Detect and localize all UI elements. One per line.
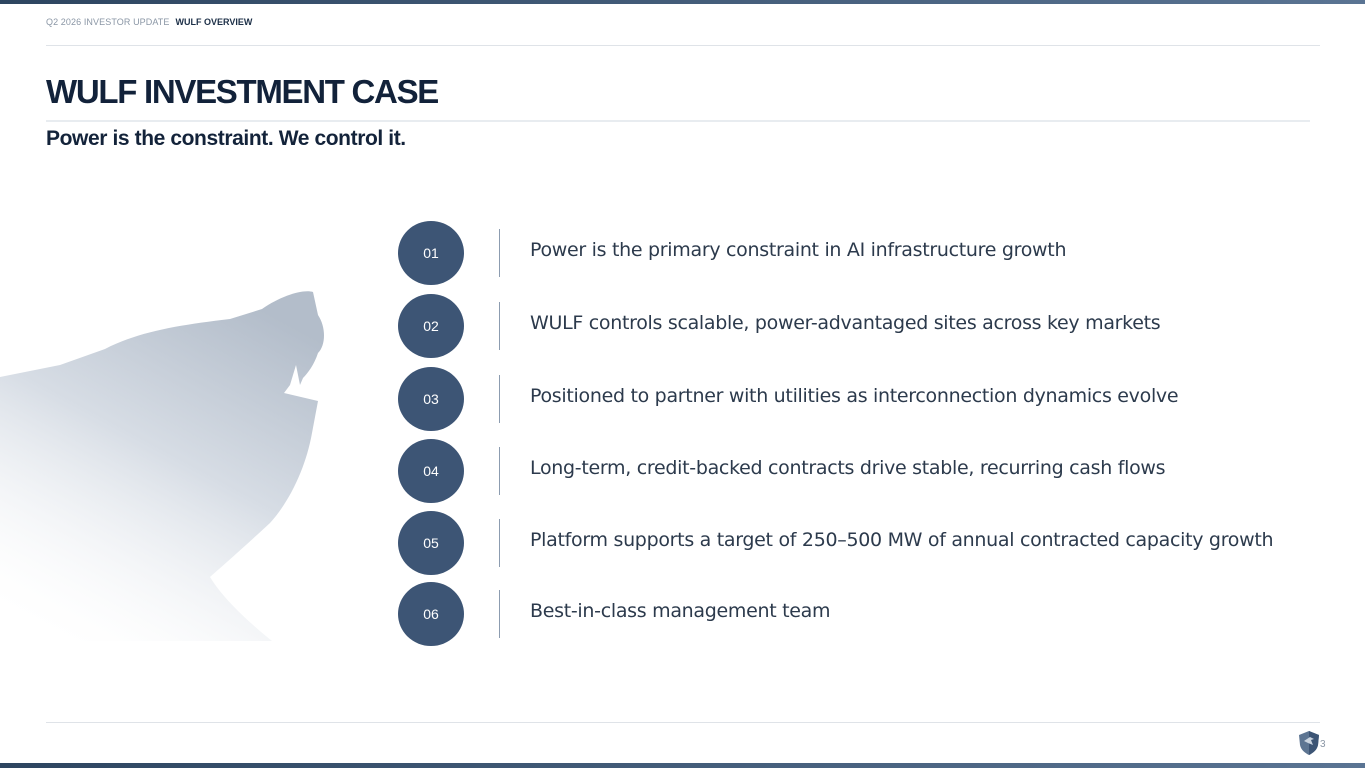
point-text: Positioned to partner with utilities as … — [530, 385, 1179, 407]
number-badge: 04 — [398, 439, 464, 503]
vertical-divider — [499, 375, 500, 423]
point-text: Platform supports a target of 250–500 MW… — [530, 529, 1274, 551]
slide-subtitle: Power is the constraint. We control it. — [46, 127, 406, 150]
point-text: Best-in-class management team — [530, 600, 831, 622]
section-label: WULF OVERVIEW — [175, 17, 253, 27]
list-item: 06 Best-in-class management team — [398, 582, 1338, 646]
header-divider — [46, 45, 1320, 46]
point-text: WULF controls scalable, power-advantaged… — [530, 312, 1161, 334]
number-badge: 06 — [398, 582, 464, 646]
number-badge: 03 — [398, 367, 464, 431]
slide-title: WULF INVESTMENT CASE — [46, 73, 439, 110]
vertical-divider — [499, 447, 500, 495]
list-item: 01 Power is the primary constraint in AI… — [398, 221, 1338, 285]
footer-divider — [46, 722, 1320, 723]
point-text: Long-term, credit-backed contracts drive… — [530, 457, 1166, 479]
bottom-accent-bar — [0, 763, 1365, 768]
list-item: 03 Positioned to partner with utilities … — [398, 367, 1338, 431]
page-number: 3 — [1320, 739, 1326, 750]
slide-header: Q2 2026 INVESTOR UPDATE WULF OVERVIEW — [46, 17, 252, 27]
number-badge: 02 — [398, 294, 464, 358]
vertical-divider — [499, 229, 500, 277]
deck-eyebrow: Q2 2026 INVESTOR UPDATE — [46, 17, 170, 27]
top-accent-bar — [0, 0, 1365, 4]
vertical-divider — [499, 519, 500, 567]
list-item: 04 Long-term, credit-backed contracts dr… — [398, 439, 1338, 503]
point-text: Power is the primary constraint in AI in… — [530, 239, 1067, 261]
number-badge: 05 — [398, 511, 464, 575]
shield-logo-icon — [1299, 731, 1319, 755]
vertical-divider — [499, 590, 500, 638]
title-underline — [46, 120, 1310, 122]
list-item: 05 Platform supports a target of 250–500… — [398, 511, 1338, 575]
number-badge: 01 — [398, 221, 464, 285]
vertical-divider — [499, 302, 500, 350]
wolf-head-icon — [0, 291, 324, 641]
list-item: 02 WULF controls scalable, power-advanta… — [398, 294, 1338, 358]
